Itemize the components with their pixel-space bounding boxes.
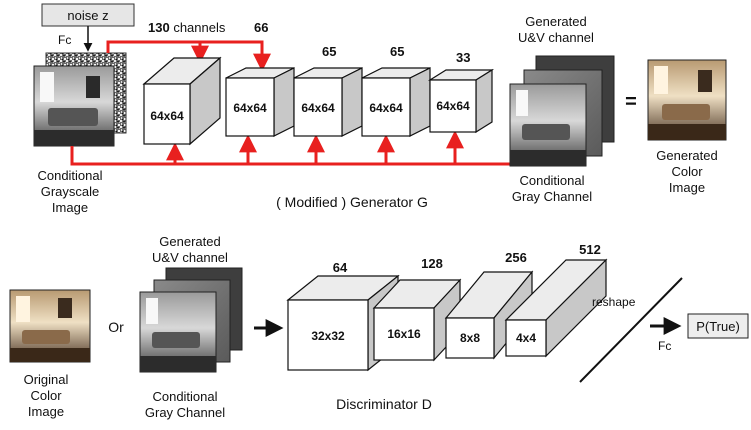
disc-block-1-label: 32x32 — [311, 329, 345, 343]
generator-fc-label: Fc — [58, 33, 71, 47]
disc-block-4: 4x4 — [504, 258, 608, 358]
output-top-caption-line1: Generated — [525, 14, 586, 29]
equals-sign: = — [625, 91, 637, 113]
generator-block-5: 64x64 — [427, 68, 495, 134]
generator-block-3-label: 64x64 — [301, 101, 335, 115]
input-caption-line3: Image — [52, 200, 88, 215]
generator-section: noise z Fc Conditional Grayscale Image — [33, 3, 727, 215]
disc-channel-count-128: 128 — [421, 256, 443, 271]
output-bottom-caption-line2: Gray Channel — [512, 189, 592, 204]
generator-block-3: 64x64 — [293, 67, 363, 137]
disc-gray-channel-image — [139, 291, 217, 373]
original-color-image — [9, 289, 91, 363]
disc-block-2-label: 16x16 — [387, 327, 421, 341]
output-top-caption-line2: U&V channel — [518, 30, 594, 45]
stack-bottom-caption-line1: Conditional — [152, 389, 217, 404]
channels-label: 130 channels — [148, 20, 226, 35]
reshape-label: reshape — [592, 295, 636, 309]
disc-fc-label: Fc — [658, 339, 671, 353]
original-caption-line1: Original — [24, 372, 69, 387]
disc-channel-count-512: 512 — [579, 242, 601, 257]
disc-block-4-label: 4x4 — [516, 331, 536, 345]
reshape-flatten-line — [579, 277, 683, 383]
result-caption-line3: Image — [669, 180, 705, 195]
channel-count-66: 66 — [254, 20, 268, 35]
output-box — [687, 313, 749, 339]
generated-color-image — [647, 59, 727, 141]
stack-bottom-caption-line2: Gray Channel — [145, 405, 225, 420]
conditional-grayscale-image — [33, 65, 115, 147]
input-caption-line2: Grayscale — [41, 184, 100, 199]
channel-count-33: 33 — [456, 50, 470, 65]
generator-block-2-label: 64x64 — [233, 101, 267, 115]
original-caption-line2: Color — [30, 388, 62, 403]
noise-label: noise z — [67, 8, 108, 23]
generator-block-4: 64x64 — [361, 67, 431, 137]
output-label: P(True) — [696, 319, 740, 334]
skip-connections — [70, 40, 510, 166]
stack-top-caption-line2: U&V channel — [152, 250, 228, 265]
input-caption-line1: Conditional — [37, 168, 102, 183]
generator-block-1: 64x64 — [142, 56, 222, 146]
disc-channel-count-64: 64 — [333, 260, 348, 275]
disc-channel-count-256: 256 — [505, 250, 527, 265]
generator-block-4-label: 64x64 — [369, 101, 403, 115]
discriminator-section: Original Color Image Or Generated U&V ch… — [9, 234, 749, 420]
or-label: Or — [108, 319, 124, 335]
stack-top-caption-line1: Generated — [159, 234, 220, 249]
channel-count-65a: 65 — [322, 44, 336, 59]
result-caption-line1: Generated — [656, 148, 717, 163]
conditional-gray-channel-image — [509, 83, 587, 167]
generator-title: ( Modified ) Generator G — [276, 194, 428, 210]
discriminator-title: Discriminator D — [336, 396, 432, 412]
generator-block-5-label: 64x64 — [436, 99, 470, 113]
original-caption-line3: Image — [28, 404, 64, 419]
generator-block-1-label: 64x64 — [150, 109, 184, 123]
output-bottom-caption-line1: Conditional — [519, 173, 584, 188]
generator-block-2: 64x64 — [225, 67, 295, 137]
result-caption-line2: Color — [671, 164, 703, 179]
channel-count-65b: 65 — [390, 44, 404, 59]
disc-block-3-label: 8x8 — [460, 331, 480, 345]
